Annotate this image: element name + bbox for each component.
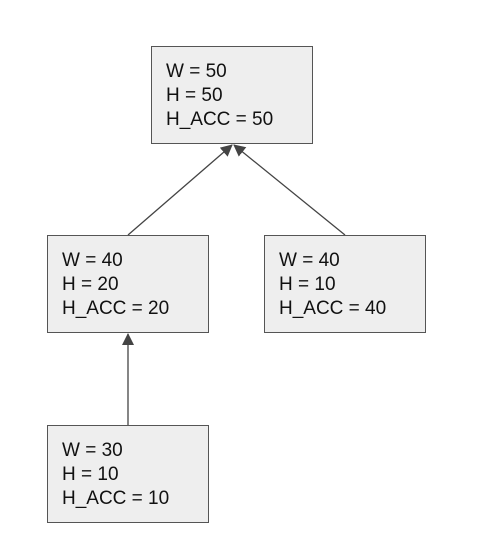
node-root-h-acc: H_ACC = 50: [166, 109, 274, 130]
node-left-h-acc: H_ACC = 20: [62, 298, 170, 319]
node-left-h: H = 20: [62, 274, 119, 295]
node-left: W = 40 H = 20 H_ACC = 20: [47, 235, 209, 333]
node-right: W = 40 H = 10 H_ACC = 40: [264, 235, 426, 333]
node-right-h-acc: H_ACC = 40: [279, 298, 387, 319]
node-root: W = 50 H = 50 H_ACC = 50: [151, 46, 313, 144]
node-bottom-w: W = 30: [62, 440, 123, 461]
node-bottom-h: H = 10: [62, 464, 119, 485]
node-bottom: W = 30 H = 10 H_ACC = 10: [47, 425, 209, 523]
node-left-w: W = 40: [62, 250, 123, 271]
node-root-h: H = 50: [166, 85, 223, 106]
node-right-w: W = 40: [279, 250, 340, 271]
node-right-h: H = 10: [279, 274, 336, 295]
edge-right-to-root: [233, 144, 346, 236]
node-bottom-h-acc: H_ACC = 10: [62, 488, 170, 509]
edge-left-to-root: [127, 144, 233, 236]
node-root-w: W = 50: [166, 61, 227, 82]
